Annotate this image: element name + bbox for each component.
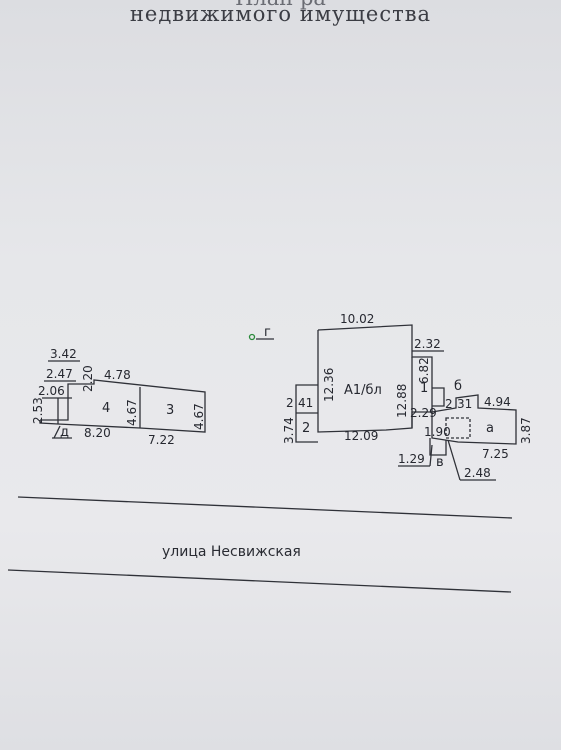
dim-1288: 12.88 (395, 384, 409, 418)
dim-220: 2.20 (81, 365, 95, 392)
dim-190: 1.90 (424, 425, 451, 439)
dim-725: 7.25 (482, 447, 509, 461)
room-2: 2 (302, 421, 310, 436)
room-1: 1 (420, 381, 428, 396)
room-4: 4 (102, 401, 110, 416)
dim-722: 7.22 (148, 433, 175, 447)
room-a: а (486, 421, 494, 436)
leader-129 (429, 444, 433, 467)
room-a1: А1/бл (344, 383, 382, 398)
dim-1236: 12.36 (322, 368, 336, 402)
dim-374: 3.74 (282, 417, 296, 444)
dim-229: 2.29 (410, 406, 437, 420)
dim-387: 3.87 (519, 417, 533, 444)
annex-a-outline (431, 394, 517, 445)
dim-1002: 10.02 (340, 312, 374, 326)
room-v: в (436, 455, 444, 470)
porch-v (429, 438, 447, 456)
street-line-bottom (7, 569, 512, 593)
porch-b (432, 387, 445, 407)
title-top-partial: План ра (0, 0, 561, 10)
dim-467-left: 4.67 (125, 399, 139, 426)
dim-478: 4.78 (104, 368, 131, 382)
left-building-outline (39, 379, 206, 433)
dim-253: 2.53 (31, 397, 45, 424)
room-3: 3 (166, 403, 174, 418)
dim-248: 2.48 (464, 466, 491, 480)
street-name: улица Несвижская (162, 544, 301, 560)
dim-41: 41 (298, 396, 313, 410)
dim-31: 31 (457, 397, 472, 411)
dim-206: 2.06 (38, 384, 65, 398)
dim-247: 2.47 (46, 367, 73, 381)
dim-494: 4.94 (484, 395, 511, 409)
marker-point (248, 333, 256, 341)
dim-2-left: 2 (286, 396, 294, 410)
leader-248 (447, 439, 461, 481)
dim-129: 1.29 (398, 452, 425, 466)
marker-label: г (264, 325, 271, 340)
street-line-top (17, 496, 513, 519)
dim-1209: 12.09 (344, 429, 378, 443)
document-title: недвижимого имущества (129, 2, 432, 26)
annex-dashed (445, 417, 471, 439)
dim-467-right: 4.67 (192, 403, 206, 430)
leader-d (53, 425, 61, 439)
main-building-outline (317, 324, 433, 433)
dim-2-right: 2 (445, 397, 453, 411)
dim-682: 6.82 (417, 357, 431, 384)
room-d: д (60, 425, 69, 440)
room-b: б (454, 379, 462, 394)
dim-342: 3.42 (50, 347, 77, 361)
dim-820: 8.20 (84, 426, 111, 440)
dim-232: 2.32 (414, 337, 441, 351)
